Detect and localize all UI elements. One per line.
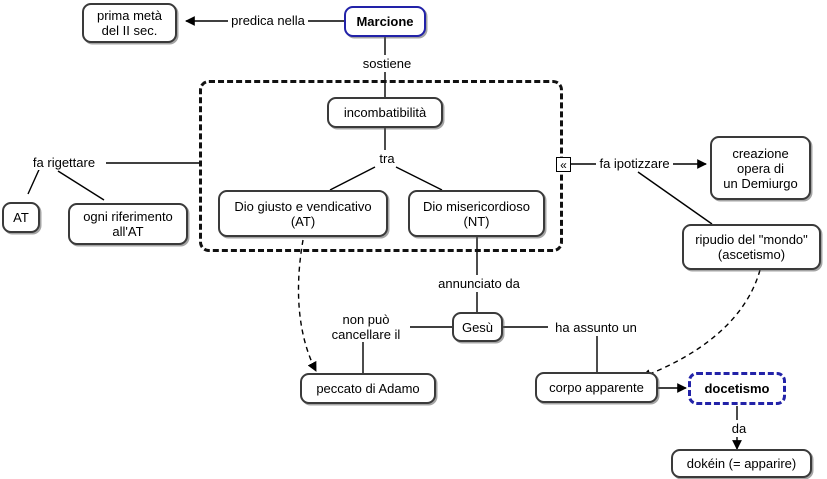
node-prima-meta[interactable]: prima metà del II sec. (82, 3, 177, 43)
node-ripudio-mondo[interactable]: ripudio del "mondo" (ascetismo) (682, 224, 821, 270)
node-at[interactable]: AT (2, 202, 40, 233)
link-label-annunciato-da: annunciato da (427, 276, 531, 291)
node-incombatibilita[interactable]: incombatibilità (327, 97, 443, 128)
node-dio-misericordioso[interactable]: Dio misericordioso (NT) (408, 190, 545, 237)
node-marcione[interactable]: Marcione (344, 6, 426, 37)
node-creazione-demiurgo-label: creazione opera di un Demiurgo (723, 145, 798, 191)
node-ripudio-mondo-label: ripudio del "mondo" (ascetismo) (695, 232, 808, 262)
link-label-predica-nella: predica nella (228, 13, 308, 28)
double-chevron-left-icon[interactable]: « (556, 157, 571, 172)
node-docetismo[interactable]: docetismo (688, 372, 786, 405)
node-at-label: AT (13, 210, 29, 225)
node-ogni-riferimento-label: ogni riferimento all'AT (83, 209, 173, 239)
link-label-fa-ipotizzare: fa ipotizzare (596, 156, 673, 171)
node-docetismo-label: docetismo (704, 381, 770, 396)
node-corpo-apparente-label: corpo apparente (549, 380, 644, 395)
node-dio-misericordioso-label: Dio misericordioso (NT) (423, 198, 530, 229)
link-label-da: da (724, 421, 754, 436)
node-peccato-adamo-label: peccato di Adamo (316, 381, 420, 396)
link-label-tra: tra (371, 151, 403, 166)
link-label-ha-assunto-un: ha assunto un (548, 320, 644, 335)
node-dio-giusto-label: Dio giusto e vendicativo (AT) (234, 198, 372, 229)
node-creazione-demiurgo[interactable]: creazione opera di un Demiurgo (710, 136, 811, 200)
node-ogni-riferimento[interactable]: ogni riferimento all'AT (68, 203, 188, 245)
node-dio-giusto[interactable]: Dio giusto e vendicativo (AT) (218, 190, 388, 237)
node-gesu-label: Gesù (461, 319, 494, 335)
node-gesu[interactable]: Gesù (452, 312, 503, 342)
node-peccato-adamo[interactable]: peccato di Adamo (300, 373, 436, 404)
node-incombatibilita-label: incombatibilità (343, 105, 427, 120)
node-dokein[interactable]: dokéin (= apparire) (671, 449, 812, 478)
node-corpo-apparente[interactable]: corpo apparente (535, 372, 658, 403)
node-marcione-label: Marcione (356, 14, 414, 29)
link-label-sostiene: sostiene (355, 56, 419, 71)
link-label-fa-rigettare: fa rigettare (22, 155, 106, 170)
node-prima-meta-label: prima metà del II sec. (96, 8, 163, 38)
link-label-non-puo-cancellare: non può cancellare il (322, 312, 410, 342)
node-dokein-label: dokéin (= apparire) (686, 456, 797, 471)
